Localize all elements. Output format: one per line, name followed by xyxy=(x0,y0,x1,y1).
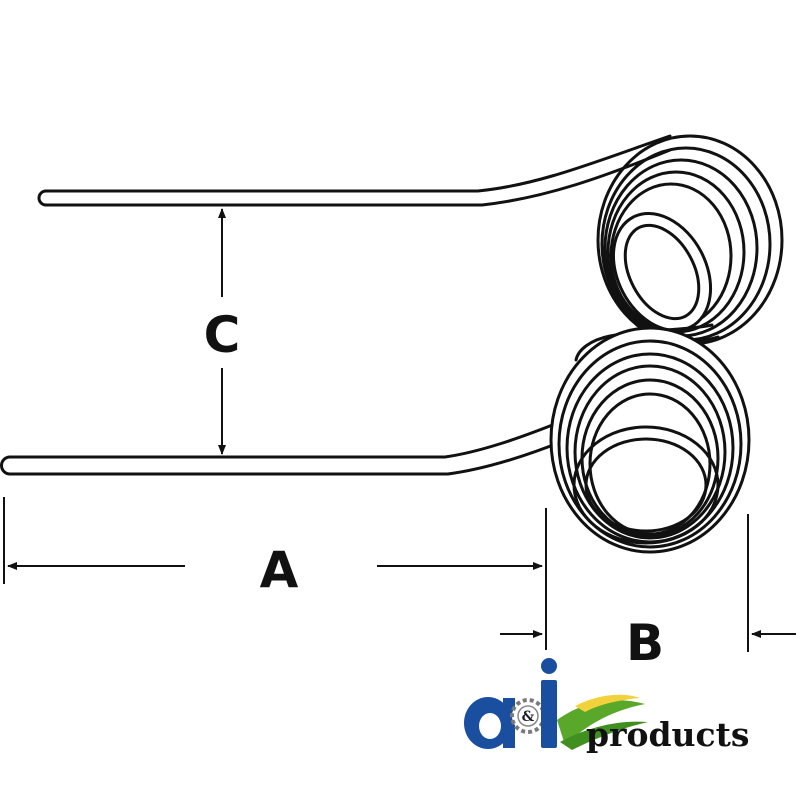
upper-tine xyxy=(37,134,672,207)
lower-coil xyxy=(549,326,751,554)
dimension-label-b: B xyxy=(626,614,664,672)
dimension-label-c: C xyxy=(204,306,241,364)
upper-coil xyxy=(596,134,784,346)
dimension-b xyxy=(500,514,796,652)
spring-tine-drawing xyxy=(0,134,784,554)
dimension-lines xyxy=(3,208,796,652)
logo-gear-icon: & xyxy=(510,698,546,734)
logo-products-text: products xyxy=(586,715,749,754)
logo-letter-i xyxy=(541,658,557,748)
svg-text:&: & xyxy=(522,709,535,725)
logo-letter-a xyxy=(464,697,515,749)
dimension-label-a: A xyxy=(260,541,299,599)
logo-field-swoosh-icon xyxy=(557,694,648,750)
dimension-a xyxy=(3,497,547,650)
ai-products-logo: & products xyxy=(464,658,749,754)
lower-tine xyxy=(0,420,568,476)
